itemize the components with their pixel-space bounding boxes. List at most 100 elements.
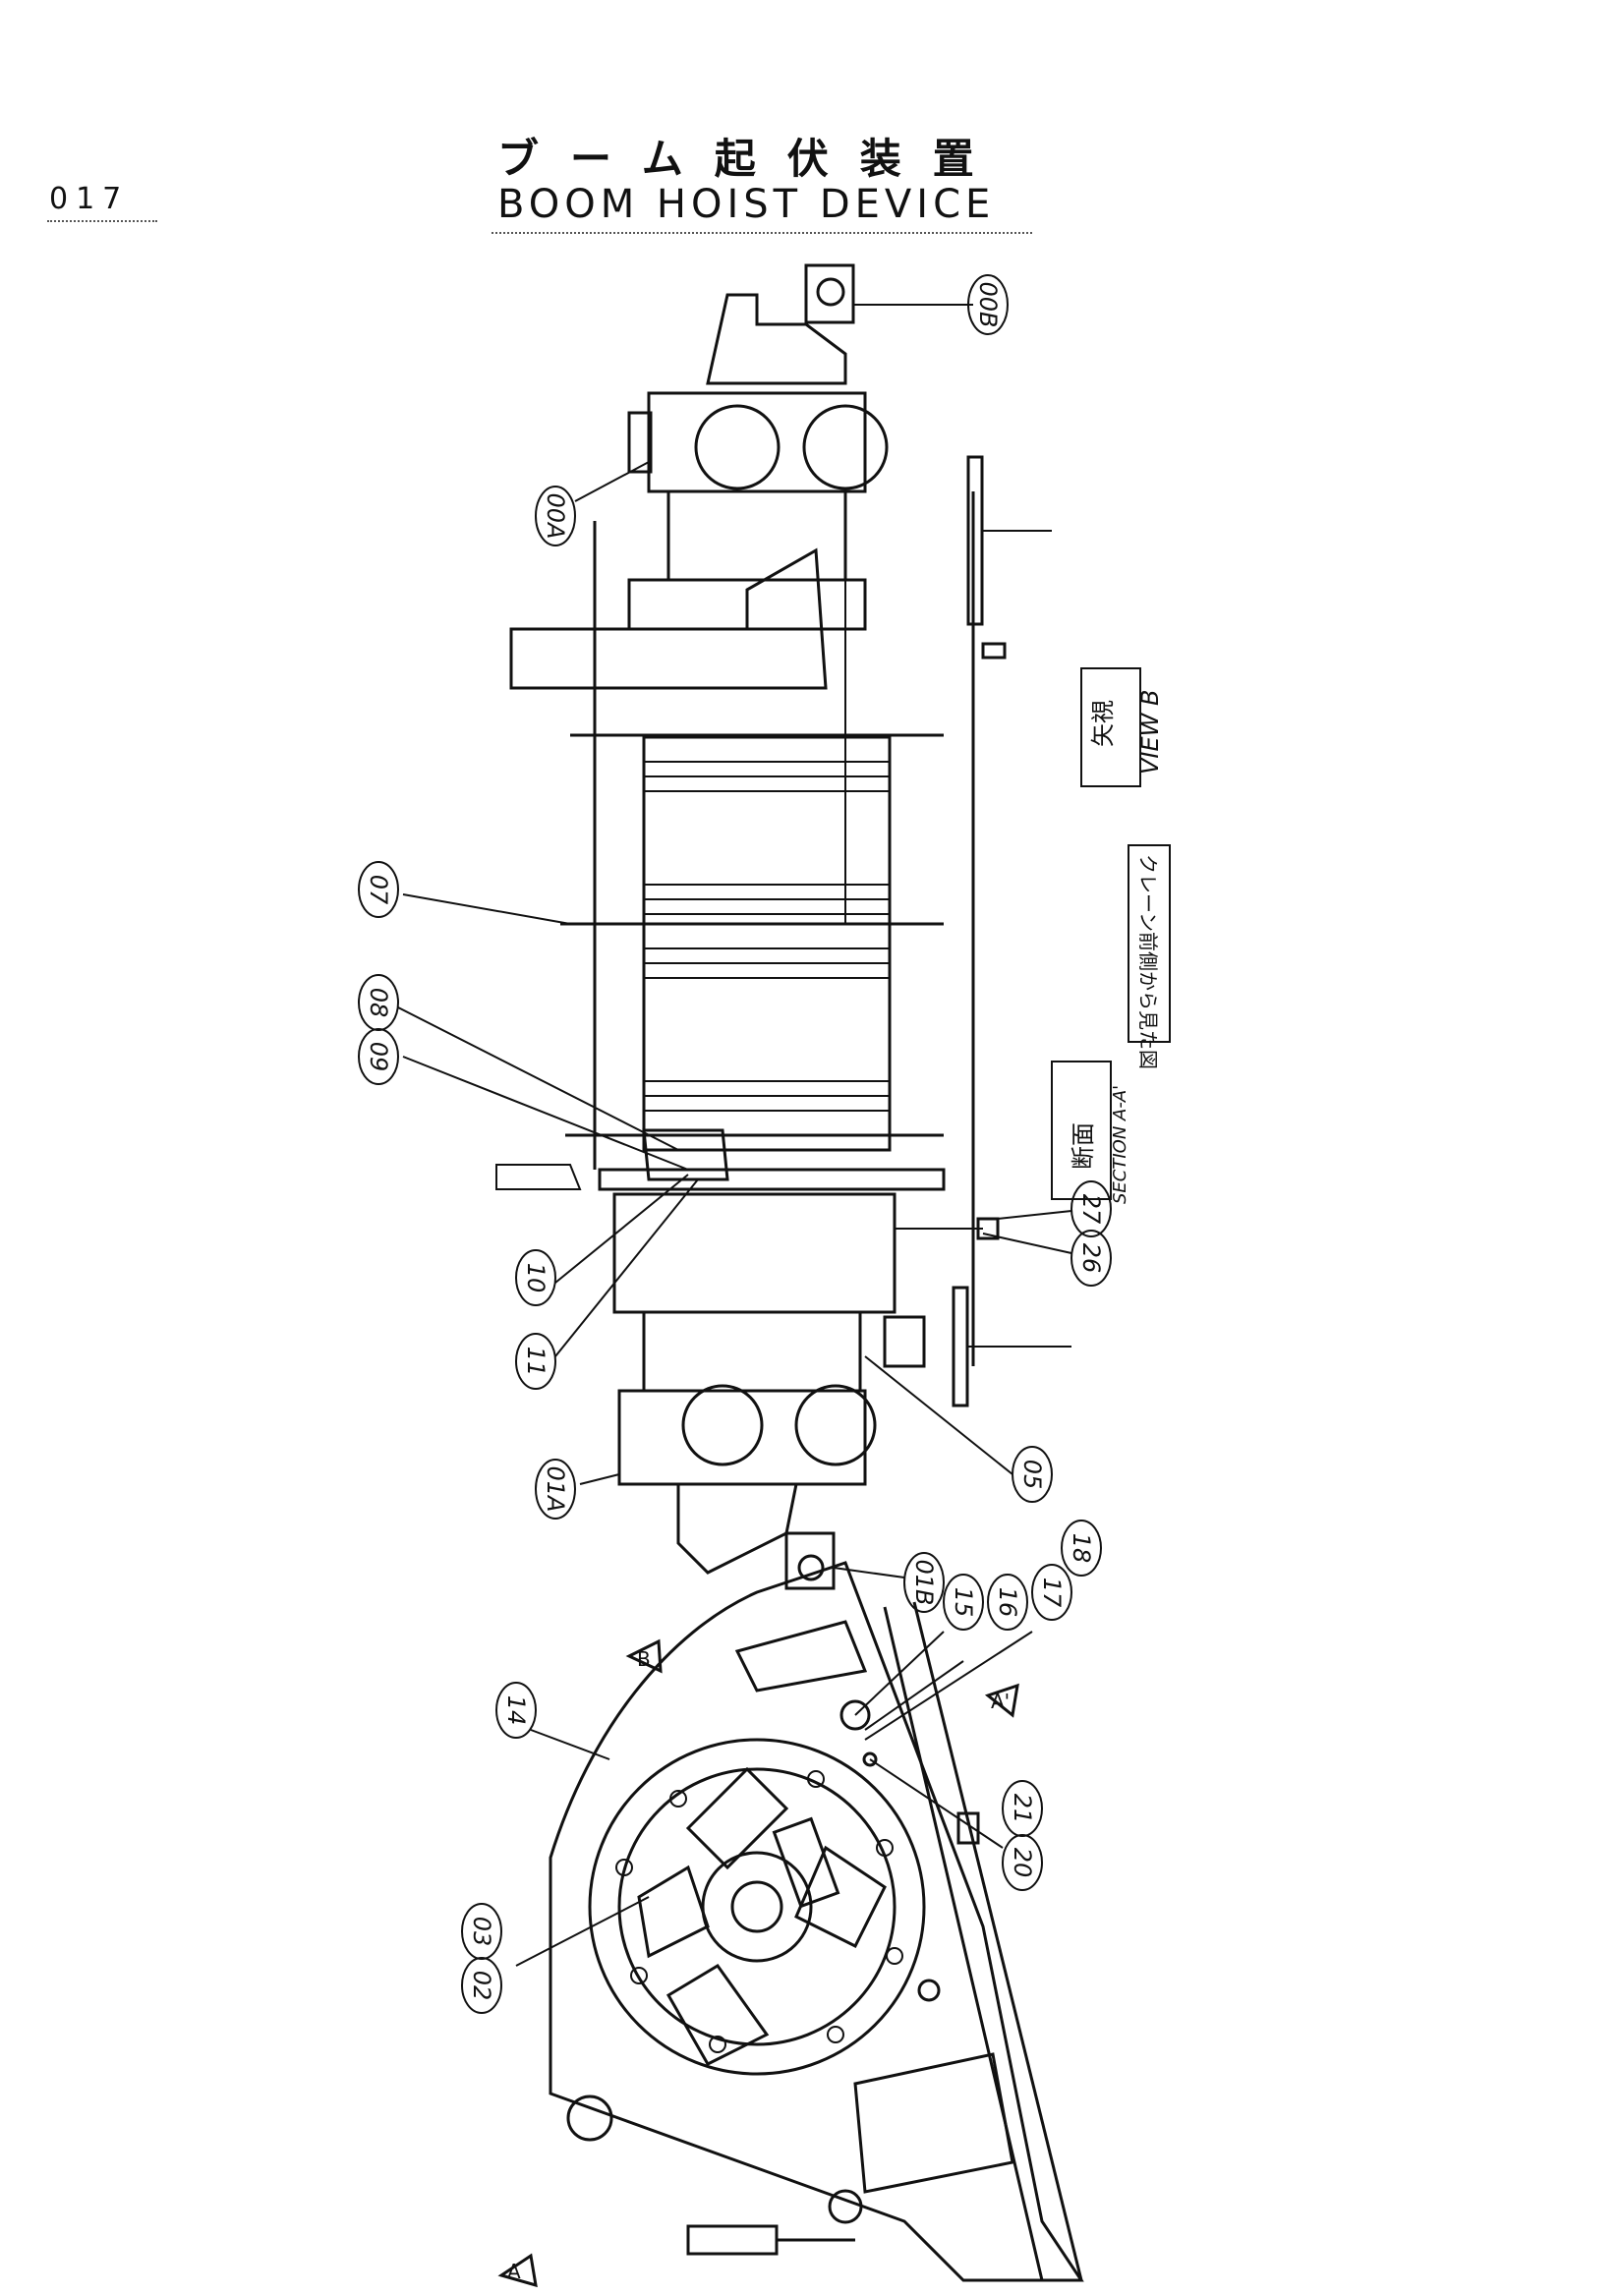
- svg-text:15: 15: [950, 1587, 977, 1618]
- arrow-a-label: A: [507, 2260, 521, 2283]
- frame-top-lug: [734, 1620, 868, 1693]
- svg-text:11: 11: [522, 1347, 550, 1377]
- winch-frame-outline: [549, 1561, 1084, 2282]
- title-underline: [492, 232, 1032, 234]
- svg-text:00A: 00A: [542, 493, 569, 540]
- bracket-bolt-hole: [816, 277, 845, 307]
- callout-11: 11: [515, 1333, 556, 1390]
- crane-note: クレーン前側から見た図: [1136, 854, 1160, 1069]
- view-b-en: VIEW B: [1136, 690, 1164, 775]
- svg-text:09: 09: [365, 1042, 392, 1072]
- lower-housing-boss-left: [681, 1384, 764, 1466]
- frame-rail-left: [883, 1606, 1044, 2281]
- lower-side-plate: [952, 1286, 969, 1407]
- arrow-a-prime-label: A': [991, 1690, 1010, 1713]
- callout-00A: 00A: [535, 486, 576, 546]
- drum-grooves: [644, 761, 890, 1112]
- top-housing-lug: [627, 411, 653, 474]
- drum-bolts: [615, 1770, 903, 2053]
- callout-03: 03: [461, 1903, 502, 1960]
- frame-bottom-lug: [853, 2052, 1014, 2194]
- view-labels: 矢視 VIEW B クレーン前側から見た図 断面 SECTION A-A' A …: [507, 667, 1171, 2283]
- svg-text:26: 26: [1077, 1243, 1105, 1274]
- frame-side-fitting: [956, 1811, 980, 1845]
- drum-face-bolt-circle: [617, 1767, 897, 2046]
- svg-text:08: 08: [365, 988, 392, 1018]
- arrow-a-bottom: [497, 2253, 538, 2288]
- frame-rail-right: [912, 1601, 1083, 2281]
- upper-side-plate: [966, 455, 984, 626]
- top-bearing-housing: [647, 391, 867, 493]
- top-housing-boss-left: [694, 404, 781, 490]
- seal-ring: [642, 1128, 729, 1181]
- title-japanese: ブーム起伏装置: [497, 135, 1006, 183]
- frame-hole-lower-right: [828, 2189, 863, 2224]
- crane-note-box: [1128, 844, 1171, 1043]
- callout-18: 18: [1061, 1520, 1102, 1577]
- drum-face-outer: [588, 1738, 926, 2076]
- callout-09: 09: [358, 1028, 399, 1085]
- view-b-jp: 矢視: [1089, 700, 1117, 747]
- motor-cylinder: [772, 1816, 840, 1909]
- callout-balloons: 00B 00A 07 08 09 10 11 27 26 05 01A 01B …: [358, 274, 1112, 2014]
- lower-housing-boss-right: [794, 1384, 877, 1466]
- top-bracket-arm: [706, 293, 847, 385]
- bolt-20: [862, 1751, 878, 1767]
- section-cut-plate: [598, 1168, 946, 1191]
- svg-text:01A: 01A: [542, 1466, 569, 1513]
- view-b-label-box: [1080, 667, 1141, 787]
- callout-07: 07: [358, 861, 399, 918]
- section-en: SECTION A-A': [1110, 1085, 1130, 1204]
- upper-collar: [627, 578, 867, 631]
- upper-shaft-section: [666, 489, 847, 582]
- drum-assembly: [495, 263, 1071, 1590]
- callout-00B: 00B: [967, 274, 1009, 335]
- callout-14: 14: [495, 1682, 537, 1739]
- callout-20: 20: [1002, 1834, 1043, 1891]
- arrow-b-label: B: [637, 1647, 651, 1671]
- callout-08: 08: [358, 974, 399, 1031]
- svg-text:07: 07: [365, 875, 392, 905]
- page-number-underline: [47, 220, 157, 222]
- callout-21: 21: [1002, 1780, 1043, 1837]
- callout-16: 16: [987, 1574, 1028, 1631]
- callout-02: 02: [461, 1957, 502, 2014]
- callout-01B: 01B: [903, 1552, 945, 1613]
- callout-15: 15: [943, 1574, 984, 1631]
- callout-26: 26: [1070, 1230, 1112, 1287]
- svg-text:17: 17: [1038, 1578, 1066, 1608]
- svg-text:21: 21: [1009, 1794, 1036, 1824]
- cut-hatch-left: [495, 1164, 582, 1190]
- leader-lines: [397, 304, 1072, 1967]
- callout-10: 10: [515, 1249, 556, 1306]
- upper-fitting: [981, 642, 1007, 660]
- callout-17: 17: [1031, 1564, 1072, 1621]
- drum-hub-bore: [730, 1880, 783, 1933]
- callout-01A: 01A: [535, 1459, 576, 1520]
- drum-barrel: [642, 735, 892, 1152]
- arrow-a-prime: [984, 1683, 1019, 1718]
- svg-text:16: 16: [994, 1587, 1021, 1618]
- frame-hole-side: [917, 1979, 941, 2002]
- lower-bracket-block: [784, 1531, 836, 1590]
- drum-hub: [701, 1851, 813, 1963]
- svg-text:02: 02: [468, 1971, 495, 2001]
- fitting-27: [976, 1217, 1000, 1240]
- top-housing-boss-right: [802, 404, 889, 490]
- pin-15: [839, 1699, 871, 1731]
- frame-hole-lower-left: [566, 2095, 613, 2142]
- lower-bracket-hole: [797, 1554, 825, 1581]
- lower-valve-block: [883, 1315, 926, 1368]
- callout-05: 05: [1012, 1446, 1053, 1503]
- upper-flange-plate: [509, 547, 828, 690]
- svg-text:03: 03: [468, 1917, 495, 1947]
- svg-text:14: 14: [502, 1695, 530, 1726]
- svg-text:01B: 01B: [910, 1559, 938, 1605]
- section-jp: 断面: [1070, 1122, 1097, 1170]
- svg-text:10: 10: [522, 1263, 550, 1293]
- gear-housing: [612, 1192, 897, 1314]
- svg-text:20: 20: [1009, 1848, 1036, 1878]
- section-label-box: [1051, 1061, 1112, 1200]
